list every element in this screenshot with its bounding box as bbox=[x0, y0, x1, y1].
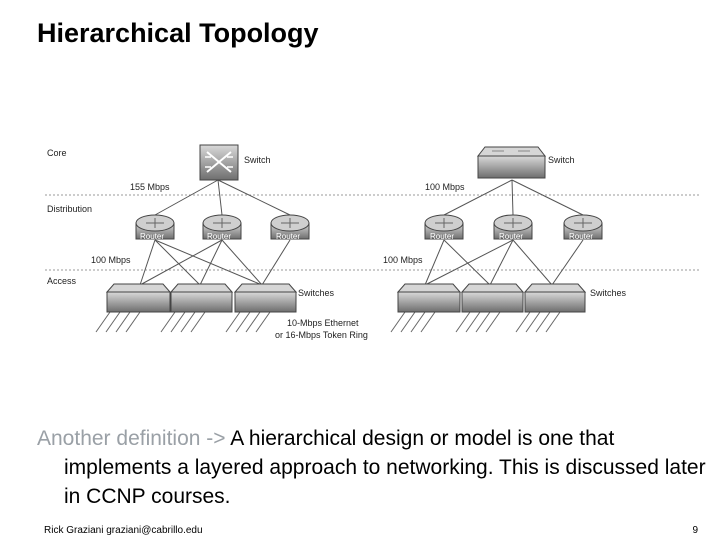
core-switch-left-label: Switch bbox=[244, 155, 271, 165]
body-main-text: A hierarchical design or model is one th… bbox=[64, 427, 706, 508]
router-right-1-label: Router bbox=[430, 232, 454, 241]
layer-label-core: Core bbox=[47, 148, 67, 158]
right-core-link-speed: 100 Mbps bbox=[425, 182, 465, 192]
router-left-3 bbox=[270, 214, 310, 240]
left-core-link-speed: 155 Mbps bbox=[130, 182, 170, 192]
router-right-3 bbox=[563, 214, 603, 240]
right-access-link-speed: 100 Mbps bbox=[383, 255, 423, 265]
router-left-2 bbox=[202, 214, 242, 240]
core-switch-left bbox=[199, 144, 239, 181]
access-links bbox=[139, 239, 584, 286]
core-switch-right-label: Switch bbox=[548, 155, 575, 165]
slide-title: Hierarchical Topology bbox=[37, 18, 319, 48]
layer-label-access: Access bbox=[47, 276, 77, 286]
access-switch-left-3 bbox=[233, 283, 298, 313]
page-number: 9 bbox=[692, 525, 698, 536]
router-right-1 bbox=[424, 214, 464, 240]
access-switch-right-1 bbox=[396, 283, 462, 313]
router-right-2-label: Router bbox=[499, 232, 523, 241]
body-lead-text: Another definition -> bbox=[37, 427, 226, 450]
lan-note-line-2: or 16-Mbps Token Ring bbox=[275, 330, 368, 340]
hierarchical-topology-diagram: Core Distribution Access bbox=[45, 144, 700, 340]
footer-author: Rick Graziani graziani@cabrillo.edu bbox=[44, 525, 203, 536]
router-right-2 bbox=[493, 214, 533, 240]
router-left-3-label: Router bbox=[276, 232, 300, 241]
left-switches-label: Switches bbox=[298, 288, 335, 298]
host-drop-lines bbox=[95, 311, 561, 333]
access-switch-left-1 bbox=[105, 283, 172, 313]
access-switch-right-2 bbox=[460, 283, 525, 313]
router-left-2-label: Router bbox=[207, 232, 231, 241]
lan-note-line-1: 10-Mbps Ethernet bbox=[287, 318, 359, 328]
access-switch-right-3 bbox=[523, 283, 587, 313]
access-switch-left-2 bbox=[169, 283, 234, 313]
router-left-1 bbox=[135, 214, 175, 240]
router-left-1-label: Router bbox=[140, 232, 164, 241]
core-links bbox=[154, 179, 584, 216]
core-switch-right bbox=[476, 146, 547, 179]
layer-label-distribution: Distribution bbox=[47, 204, 92, 214]
body-paragraph: Another definition -> A hierarchical des… bbox=[37, 424, 720, 511]
router-right-3-label: Router bbox=[569, 232, 593, 241]
right-switches-label: Switches bbox=[590, 288, 627, 298]
left-access-link-speed: 100 Mbps bbox=[91, 255, 131, 265]
